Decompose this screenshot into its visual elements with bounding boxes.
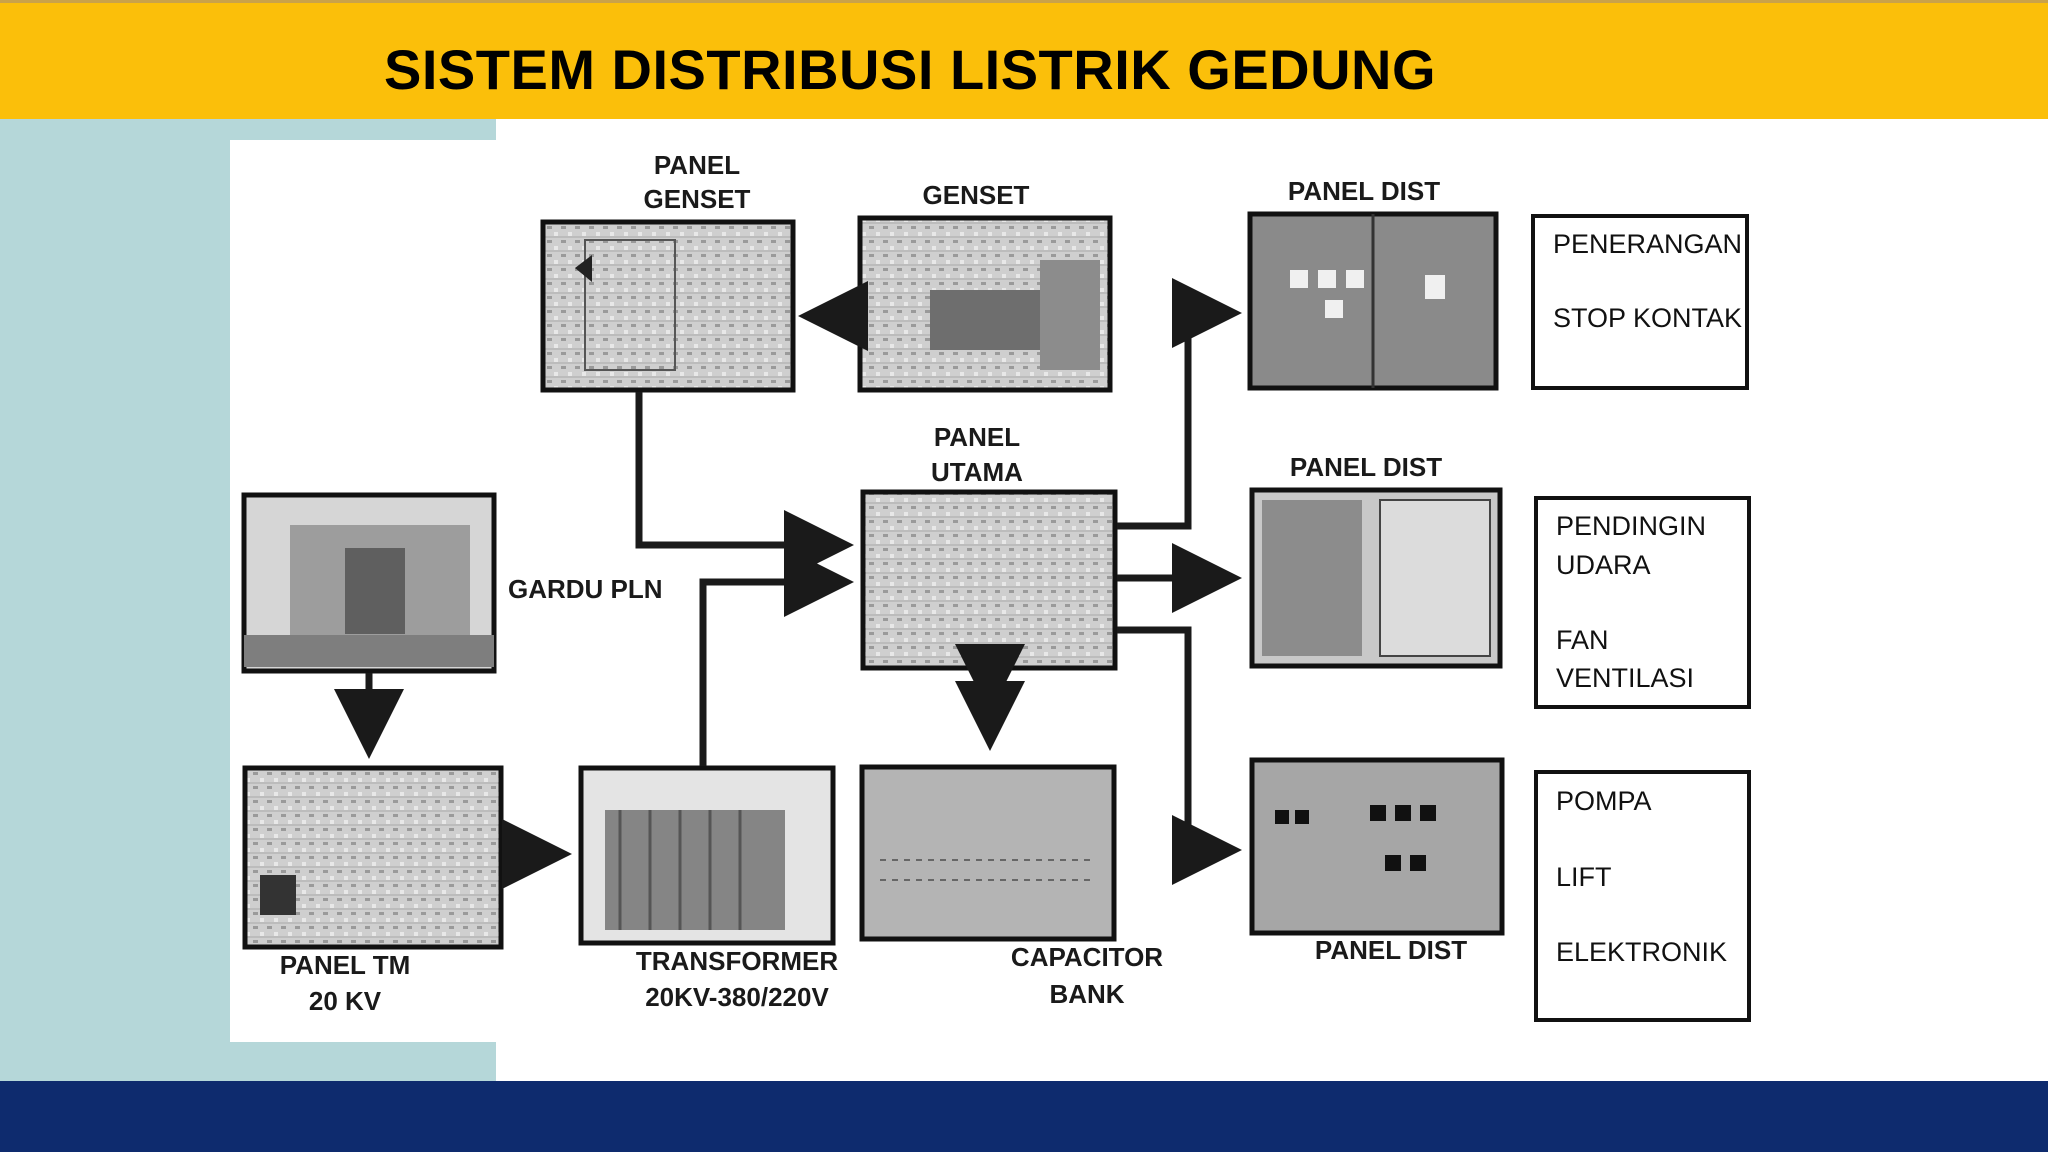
load-elektronik: ELEKTRONIK: [1556, 937, 1727, 967]
label-genset: GENSET: [923, 180, 1030, 210]
label-panel-tm-line1: PANEL TM: [280, 950, 410, 980]
label-panel-dist-2: PANEL DIST: [1290, 452, 1442, 482]
load-box-3: [1534, 770, 1751, 1022]
label-panel-utama-line1: PANEL: [934, 422, 1020, 452]
label-transformer-line1: TRANSFORMER: [636, 946, 838, 976]
load-stop-kontak: STOP KONTAK: [1553, 303, 1742, 333]
title-bar: SISTEM DISTRIBUSI LISTRIK GEDUNG: [0, 0, 2048, 119]
page-title: SISTEM DISTRIBUSI LISTRIK GEDUNG: [384, 38, 1437, 101]
connectors: [334, 278, 1242, 889]
label-panel-genset-line2: GENSET: [644, 184, 751, 214]
capacitor-bank-image: [859, 764, 1117, 942]
label-panel-genset-line1: PANEL: [654, 150, 740, 180]
panel-dist-2-image: [1249, 487, 1503, 669]
panel-utama-image: [860, 489, 1118, 671]
label-panel-dist-3: PANEL DIST: [1315, 935, 1467, 965]
load-fan: FAN: [1556, 625, 1609, 655]
footer-bar: [0, 1081, 2048, 1152]
gardu-pln-image: [241, 492, 497, 674]
label-capacitor-bank-line1: CAPACITOR: [1011, 942, 1163, 972]
arrow-panel-utama-to-panel-dist-1: [1117, 278, 1242, 530]
panel-dist-1-image: [1247, 211, 1499, 391]
load-pompa: POMPA: [1556, 786, 1652, 816]
arrow-transformer-to-panel-utama: [699, 547, 854, 766]
label-capacitor-bank-line2: BANK: [1049, 979, 1124, 1009]
load-ventilasi: VENTILASI: [1556, 663, 1694, 693]
load-udara: UDARA: [1556, 550, 1651, 580]
genset-image: [857, 215, 1113, 393]
label-panel-tm-line2: 20 KV: [309, 986, 382, 1016]
arrow-panel-genset-to-panel-utama: [635, 392, 854, 580]
transformer-image: [578, 765, 836, 946]
load-penerangan: PENERANGAN: [1553, 229, 1742, 259]
label-panel-dist-1: PANEL DIST: [1288, 176, 1440, 206]
arrow-panel-utama-to-panel-dist-3: [1117, 626, 1242, 885]
label-panel-utama-line2: UTAMA: [931, 457, 1023, 487]
panel-genset-image: [540, 219, 796, 393]
panel-tm-image: [242, 765, 504, 950]
load-box-1: [1531, 214, 1749, 390]
load-lift: LIFT: [1556, 862, 1612, 892]
load-pendingin: PENDINGIN: [1556, 511, 1706, 541]
load-box-2: [1534, 496, 1751, 709]
panel-dist-3-image: [1249, 757, 1505, 936]
label-gardu-pln: GARDU PLN: [508, 574, 663, 604]
label-transformer-line2: 20KV-380/220V: [645, 982, 829, 1012]
